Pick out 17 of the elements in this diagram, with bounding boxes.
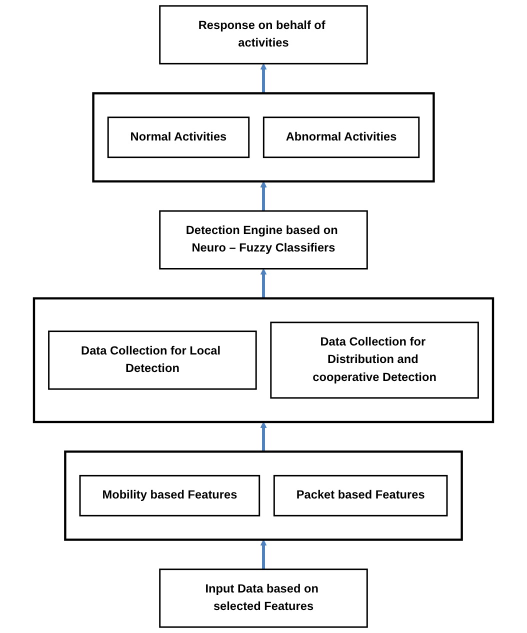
node-box: Response on behalf of activities <box>159 5 368 64</box>
node-box: Detection Engine based on Neuro – Fuzzy Classifiers <box>159 210 368 270</box>
cluster <box>32 297 494 424</box>
arrow <box>260 181 267 211</box>
node-box: Input Data based on selected Features <box>159 568 368 628</box>
arrow <box>260 63 267 94</box>
node-box: Mobility based Features <box>79 474 260 516</box>
node-box: Normal Activities <box>107 116 250 158</box>
node-box: Abnormal Activities <box>262 116 420 158</box>
node-box: Packet based Features <box>273 474 448 516</box>
arrow <box>260 422 267 452</box>
node-box: Data Collection for Distribution and cooperative Detection <box>270 322 479 399</box>
node-box: Data Collection for Local Detection <box>48 330 257 390</box>
arrow <box>260 539 267 570</box>
arrow <box>260 268 267 298</box>
cluster <box>92 92 435 182</box>
cluster <box>64 450 463 541</box>
